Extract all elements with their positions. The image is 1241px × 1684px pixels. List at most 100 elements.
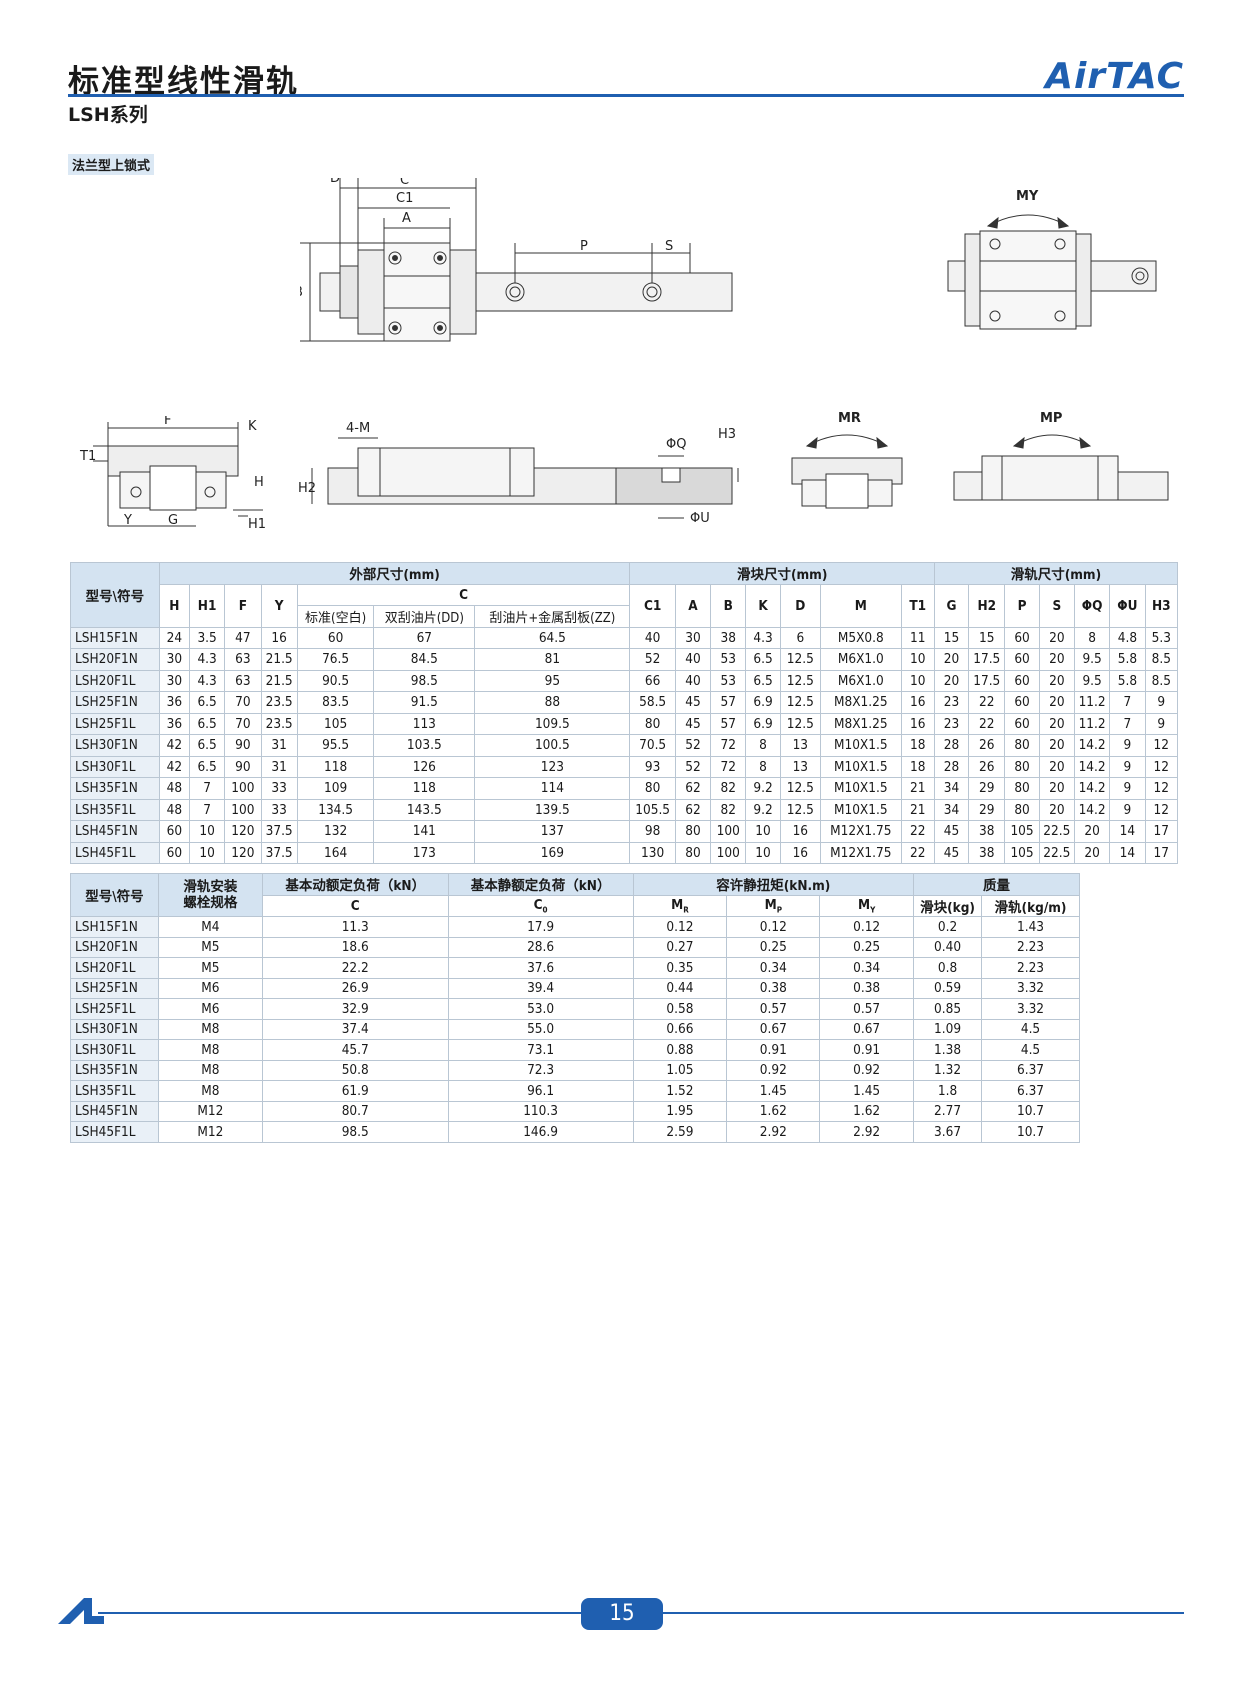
value-cell: 12 xyxy=(1144,734,1179,757)
value-cell: 28.6 xyxy=(447,936,634,958)
value-cell: M12X1.75 xyxy=(819,820,902,843)
col-header-h2: H2 xyxy=(968,583,1006,628)
value-cell: 80 xyxy=(1004,755,1040,778)
value-cell: 22 xyxy=(900,820,935,843)
value-cell: 45.7 xyxy=(261,1039,449,1061)
value-cell: 5.8 xyxy=(1109,669,1146,692)
value-cell: 60 xyxy=(1004,626,1040,649)
dim-label-h: H xyxy=(254,475,264,490)
value-cell: 26 xyxy=(968,734,1006,757)
brand-logo: AirTAC xyxy=(1045,56,1184,97)
value-cell: 2.59 xyxy=(632,1121,728,1143)
value-cell: 33 xyxy=(260,777,298,800)
col-header-h: H xyxy=(158,583,190,628)
value-cell: 9.2 xyxy=(745,777,781,800)
value-cell: 2.77 xyxy=(913,1100,983,1122)
value-cell: M5 xyxy=(157,957,263,979)
value-cell: 58.5 xyxy=(629,691,676,714)
value-cell: 20 xyxy=(1073,820,1111,843)
value-cell: 95.5 xyxy=(296,734,375,757)
col-header-mp: MP xyxy=(726,894,821,917)
value-cell: 29 xyxy=(968,777,1006,800)
dim-label-d: D xyxy=(330,178,340,186)
value-cell: 28 xyxy=(933,755,970,778)
value-cell: 5.8 xyxy=(1109,648,1146,671)
mr-index: R xyxy=(683,905,689,915)
value-cell: 20 xyxy=(1038,734,1075,757)
value-cell: 6.5 xyxy=(188,691,226,714)
model-cell: LSH20F1L xyxy=(70,669,160,692)
value-cell: 33 xyxy=(260,798,298,821)
value-cell: 10 xyxy=(188,820,226,843)
page-header: 标准型线性滑轨 AirTAC xyxy=(68,56,1184,100)
value-cell: 130 xyxy=(629,841,676,864)
value-cell: 20 xyxy=(933,648,970,671)
value-cell: 1.95 xyxy=(632,1100,728,1122)
col-header-mass: 质量 xyxy=(913,873,1080,896)
value-cell: 47 xyxy=(224,626,262,649)
value-cell: 80 xyxy=(674,841,712,864)
value-cell: 72.3 xyxy=(447,1059,634,1081)
value-cell: 14.2 xyxy=(1073,777,1111,800)
value-cell: 9 xyxy=(1144,691,1179,714)
value-cell: 4.8 xyxy=(1109,626,1146,649)
value-cell: 6.5 xyxy=(745,648,781,671)
value-cell: 134.5 xyxy=(296,798,375,821)
value-cell: 32.9 xyxy=(261,998,449,1020)
value-cell: 3.5 xyxy=(188,626,226,649)
value-cell: 141 xyxy=(373,820,476,843)
dim-label-p: P xyxy=(580,239,588,254)
value-cell: 16 xyxy=(779,841,821,864)
col-header-block-mass: 滑块(kg) xyxy=(913,894,983,917)
col-header-model-2: 型号\符号 xyxy=(70,873,159,917)
value-cell: 22 xyxy=(900,841,935,864)
value-cell: 64.5 xyxy=(474,626,631,649)
value-cell: 8 xyxy=(745,734,781,757)
value-cell: 37.5 xyxy=(260,841,298,864)
col-header-c-zz: 刮油片+金属刮板(ZZ) xyxy=(474,605,631,628)
value-cell: 118 xyxy=(373,777,476,800)
value-cell: 70.5 xyxy=(629,734,676,757)
model-cell: LSH30F1N xyxy=(70,734,160,757)
value-cell: 105 xyxy=(1004,841,1040,864)
value-cell: 0.67 xyxy=(726,1018,821,1040)
value-cell: 0.27 xyxy=(632,936,728,958)
value-cell: 82 xyxy=(710,777,747,800)
value-cell: 63 xyxy=(224,648,262,671)
value-cell: 0.35 xyxy=(632,957,728,979)
value-cell: 11.3 xyxy=(261,916,449,938)
value-cell: 63 xyxy=(224,669,262,692)
value-cell: 40 xyxy=(629,626,676,649)
col-header-k: K xyxy=(745,583,781,628)
dim-label-t1: T1 xyxy=(79,449,96,464)
value-cell: 66 xyxy=(629,669,676,692)
value-cell: 100 xyxy=(710,820,747,843)
value-cell: 0.88 xyxy=(632,1039,728,1061)
value-cell: 0.38 xyxy=(726,977,821,999)
value-cell: 0.85 xyxy=(913,998,983,1020)
value-cell: 38 xyxy=(968,841,1006,864)
value-cell: 0.58 xyxy=(632,998,728,1020)
model-cell: LSH45F1L xyxy=(70,841,160,864)
value-cell: M10X1.5 xyxy=(819,734,902,757)
value-cell: 0.40 xyxy=(913,936,983,958)
value-cell: 2.23 xyxy=(981,936,1080,958)
value-cell: 0.25 xyxy=(819,936,915,958)
dim-label-g: G xyxy=(168,513,178,528)
value-cell: 60 xyxy=(1004,669,1040,692)
footer-logo-mark xyxy=(58,1596,104,1630)
dim-label-a: A xyxy=(402,211,411,226)
value-cell: 7 xyxy=(188,777,226,800)
value-cell: 24 xyxy=(158,626,190,649)
col-header-mr: MR xyxy=(632,894,728,917)
value-cell: 88 xyxy=(474,691,631,714)
value-cell: 53.0 xyxy=(447,998,634,1020)
